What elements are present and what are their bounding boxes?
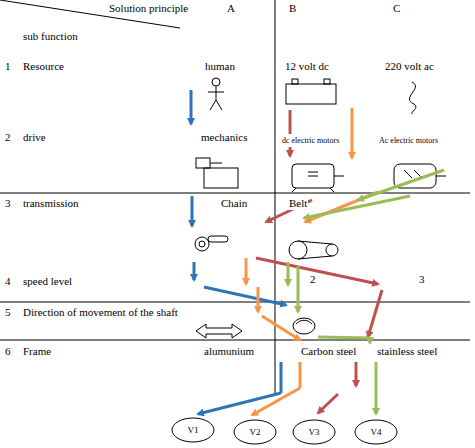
column-letter: B (288, 2, 297, 15)
table-cell: 5 (4, 306, 12, 319)
ellipse-shape (293, 420, 335, 444)
table-cell: drive (22, 131, 47, 144)
header-text: Solution principle (108, 2, 189, 15)
ellipse-shape (172, 418, 214, 442)
table-cell: Frame (22, 345, 52, 358)
table-cell: mechanics (200, 131, 248, 144)
shaft-icon (293, 318, 315, 334)
dc-motor-icon (292, 164, 344, 192)
table-cell: Belt (288, 197, 308, 210)
table-cell: transmission (22, 197, 80, 210)
human-icon (208, 78, 224, 110)
variant-circle: V1 (171, 417, 215, 443)
ac-wave-icon (409, 82, 415, 114)
ellipse-shape (355, 420, 397, 444)
column-letter: A (226, 2, 236, 15)
ellipse-shape (234, 420, 276, 444)
table-grid (0, 0, 470, 395)
header-text: sub function (22, 30, 79, 43)
table-cell: 2 (4, 131, 12, 144)
table-cell: Direction of movement of the shaft (22, 306, 179, 319)
table-cell: 3 (418, 273, 426, 286)
table-cell: dc electric motors (281, 134, 340, 147)
table-cell: 6 (4, 345, 12, 358)
table-cell: 12 volt dc (284, 60, 330, 73)
table-cell: 220 volt ac (384, 60, 435, 73)
table-cell: stainless steel (376, 345, 438, 358)
column-letter: C (392, 2, 401, 15)
battery-icon (286, 79, 336, 104)
table-cell: Carbon steel (300, 345, 357, 358)
variant-label: V3 (292, 427, 336, 438)
table-cell: Chain (220, 197, 248, 210)
table-cell: speed level (22, 275, 73, 288)
direction-arrow-icon (196, 324, 242, 338)
mechanics-icon (196, 158, 238, 188)
belt-icon (289, 241, 338, 259)
table-cell: 1 (4, 60, 12, 73)
chain-icon (195, 236, 228, 251)
table-cell: human (204, 60, 236, 73)
table-cell: 2 (309, 273, 317, 286)
table-cell: alumunium (203, 345, 255, 358)
table-cell: 3 (4, 197, 12, 210)
selection-arrows (191, 90, 444, 415)
table-cell: 4 (4, 275, 12, 288)
variant-label: V2 (233, 427, 277, 438)
variant-circle: V4 (354, 419, 398, 445)
variant-label: V1 (171, 425, 215, 436)
variant-label: V4 (354, 427, 398, 438)
variant-circle: V3 (292, 419, 336, 445)
variant-circle: V2 (233, 419, 277, 445)
table-cell: Resource (22, 60, 65, 73)
table-cell: Ac electric motors (378, 134, 439, 147)
